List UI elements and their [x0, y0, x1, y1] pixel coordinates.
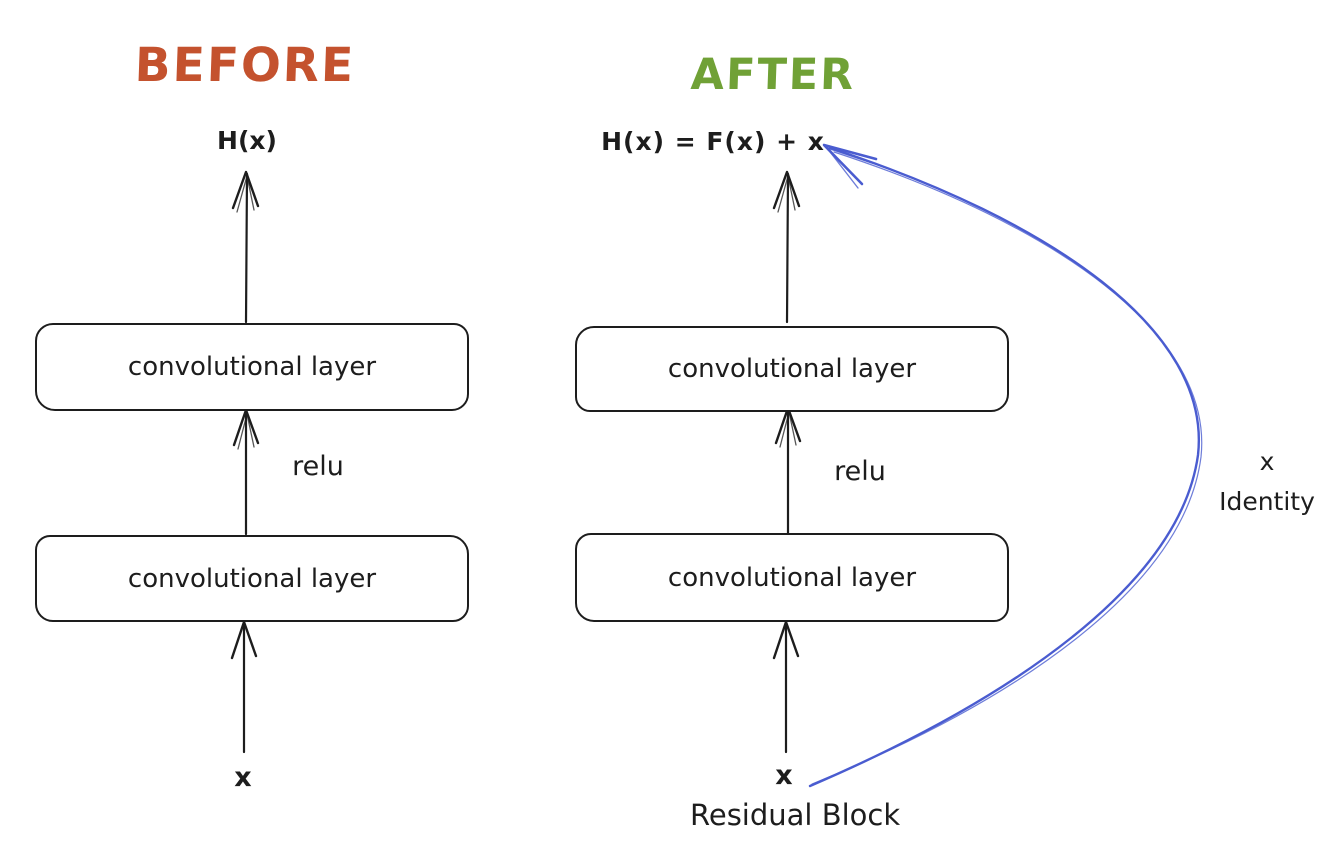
after-input-label: x	[775, 760, 793, 791]
identity-skip-label-x: x	[1259, 447, 1275, 476]
before-input-label: x	[234, 762, 252, 793]
conv-layer-label: convolutional layer	[667, 562, 917, 593]
after-output-formula: H(x) = F(x) + x	[601, 127, 825, 156]
before-output-arrow	[231, 170, 260, 324]
residual-block-label: Residual Block	[690, 798, 901, 832]
before-title: BEFORE	[133, 38, 357, 93]
conv-layer-label: convolutional layer	[127, 563, 377, 594]
before-input-arrow	[230, 620, 258, 754]
after-conv-layer-top: convolutional layer	[575, 326, 1009, 412]
after-title: AFTER	[689, 50, 857, 100]
identity-skip-label-text: Identity	[1219, 487, 1315, 516]
before-conv-layer-bottom: convolutional layer	[35, 535, 469, 622]
after-output-arrow	[772, 170, 801, 324]
after-relu-label: relu	[834, 456, 886, 487]
identity-skip-arrow	[808, 143, 1203, 788]
conv-layer-label: convolutional layer	[667, 354, 917, 384]
after-input-arrow	[772, 620, 800, 754]
before-conv-layer-top: convolutional layer	[35, 323, 469, 411]
conv-layer-label: convolutional layer	[127, 352, 377, 382]
identity-skip-label: x Identity	[1192, 442, 1342, 522]
before-relu-arrow	[232, 408, 260, 536]
before-output-label: H(x)	[217, 126, 277, 155]
after-conv-layer-bottom: convolutional layer	[575, 533, 1009, 622]
after-relu-arrow	[774, 406, 802, 536]
before-relu-label: relu	[292, 451, 344, 482]
